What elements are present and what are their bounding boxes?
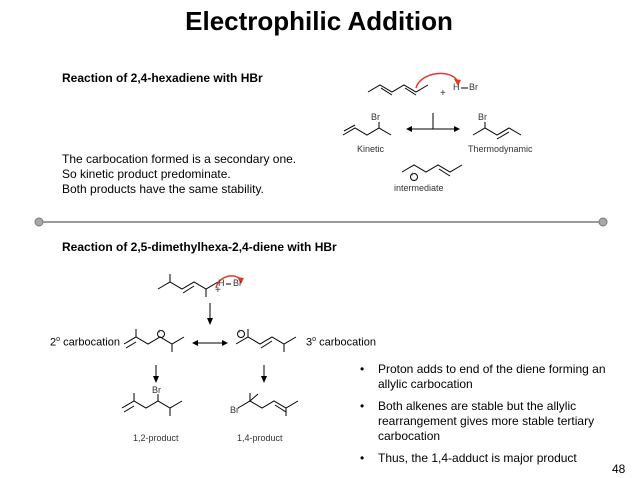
down-arrowhead-top [207, 318, 213, 325]
section-1-notes: The carbocation formed is a secondary on… [62, 152, 296, 197]
product-12-molecule [121, 393, 183, 416]
reagent-br: Br [233, 278, 242, 288]
kinetic-product-molecule [342, 122, 392, 136]
left-arrowhead [406, 126, 412, 132]
bullet-list: • Proton adds to end of the diene formin… [360, 362, 610, 473]
page-number: 48 [612, 462, 626, 476]
page-title: Electrophilic Addition [185, 6, 453, 36]
intermediate-label: intermediate [394, 183, 444, 193]
bullet-symbol: • [360, 399, 365, 413]
reagent-h: H [218, 278, 225, 288]
reagent-br: Br [469, 82, 478, 92]
thermodynamic-label: Thermodynamic [468, 144, 533, 154]
bullet-symbol: • [360, 451, 365, 465]
note-line: Both products have the same stability. [62, 182, 264, 196]
tertiary-carbocation-label: 3o carbocation [306, 336, 376, 349]
kinetic-label: Kinetic [357, 144, 385, 154]
cation-charge-left: + [158, 329, 162, 335]
plus-sign: + [440, 88, 446, 99]
product-12-label: 1,2-product [133, 433, 179, 443]
resonance-arrowhead-right [222, 340, 228, 346]
section-divider [34, 217, 608, 227]
hexadiene-molecule [367, 84, 429, 96]
bullet-item: • Thus, the 1,4-adduct is major product [360, 451, 577, 465]
secondary-carbocation-molecule [123, 329, 185, 352]
right-arrowhead [454, 126, 460, 132]
plus-sign: + [215, 285, 221, 296]
br-product-12: Br [152, 385, 161, 395]
cation-charge-right: + [238, 329, 242, 335]
electron-push-arrowhead [454, 79, 461, 86]
reagent-h: H [453, 82, 460, 92]
br-kinetic: Br [371, 112, 380, 122]
dimethylhexadiene-molecule [157, 274, 219, 297]
resonance-arrowhead-left [192, 340, 198, 346]
section-2-heading: Reaction of 2,5-dimethylhexa-2,4-diene w… [62, 240, 337, 254]
electron-push-arrow [415, 72, 459, 89]
note-line: The carbocation formed is a secondary on… [62, 152, 297, 166]
br-product-14: Br [230, 405, 239, 415]
br-thermo: Br [478, 112, 487, 122]
product-14-label: 1,4-product [237, 433, 283, 443]
thermodynamic-product-molecule [472, 122, 522, 140]
bullet-symbol: • [360, 362, 365, 376]
product-14-molecule [237, 393, 299, 416]
secondary-carbocation-label: 2o carbocation [50, 336, 120, 349]
cation-charge: + [411, 172, 415, 178]
bullet-item: • Proton adds to end of the diene formin… [360, 362, 606, 391]
electron-push-arrowhead-2 [237, 277, 244, 284]
note-line: So kinetic product predominate. [62, 167, 231, 181]
bullet-item: • Both alkenes are stable but the allyli… [360, 399, 595, 443]
down-arrowhead-right [261, 376, 267, 383]
down-arrowhead-left [153, 376, 159, 383]
intermediate-molecule [401, 164, 463, 181]
section-1-heading: Reaction of 2,4-hexadiene with HBr [62, 71, 263, 85]
tertiary-carbocation-molecule [235, 329, 297, 352]
